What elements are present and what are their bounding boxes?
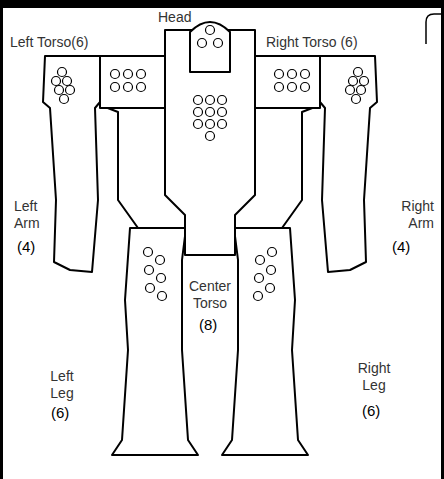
part-name: Left Arm <box>14 198 50 232</box>
structure-dot <box>346 86 355 95</box>
part-name: Right Leg <box>346 360 402 394</box>
part-name: Left Leg <box>40 368 84 402</box>
structure-dot <box>66 86 75 95</box>
structure-dot <box>198 39 207 48</box>
callout-number: (6) <box>362 402 380 419</box>
structure-dot <box>255 274 264 283</box>
structure-dot <box>214 39 223 48</box>
part-name: Right Arm <box>378 198 434 232</box>
right-leg <box>222 228 308 455</box>
structure-dot <box>63 77 72 86</box>
structure-dot <box>288 70 297 79</box>
structure-dot <box>352 95 361 104</box>
structure-dot <box>268 248 277 257</box>
structure-dot <box>124 83 133 92</box>
structure-dot <box>145 266 154 275</box>
structure-dot <box>218 108 227 117</box>
structure-dot <box>194 96 203 105</box>
structure-dot <box>360 77 369 86</box>
panel-corner <box>426 14 444 44</box>
structure-dot <box>256 256 265 265</box>
callout-number: (8) <box>199 316 217 333</box>
structure-dot <box>60 95 69 104</box>
structure-dot <box>194 120 203 129</box>
left-torso <box>100 56 165 108</box>
structure-dot <box>354 68 363 77</box>
structure-dot <box>52 77 61 86</box>
part-name: Center Torso <box>184 278 236 312</box>
callout-number: (4) <box>392 238 410 255</box>
structure-dot <box>144 248 153 257</box>
structure-dot <box>349 77 358 86</box>
structure-dot <box>58 68 67 77</box>
structure-dot <box>266 284 275 293</box>
head <box>190 22 230 72</box>
structure-dot <box>55 86 64 95</box>
right-torso <box>255 56 320 108</box>
frame-edge <box>441 0 444 479</box>
structure-dot <box>218 120 227 129</box>
structure-dot <box>275 83 284 92</box>
structure-dot <box>301 70 310 79</box>
structure-dot <box>158 292 167 301</box>
right-arm <box>320 56 377 272</box>
structure-dot <box>111 83 120 92</box>
structure-dot <box>254 292 263 301</box>
structure-dots <box>52 26 369 301</box>
structure-dot <box>206 96 215 105</box>
structure-dot <box>301 83 310 92</box>
callout-number: (6) <box>51 404 69 421</box>
structure-dot <box>146 284 155 293</box>
part-name: Head <box>158 9 191 26</box>
callout-number: (4) <box>17 238 35 255</box>
header-bar <box>0 0 444 8</box>
structure-dot <box>275 70 284 79</box>
left-leg <box>112 228 198 455</box>
structure-dot <box>194 108 203 117</box>
part-name: Right Torso (6) <box>266 34 358 51</box>
structure-dot <box>357 86 366 95</box>
structure-dot <box>124 70 133 79</box>
structure-dot <box>206 26 215 35</box>
structure-dot <box>288 83 297 92</box>
structure-dot <box>137 70 146 79</box>
structure-dot <box>157 274 166 283</box>
part-name: Left Torso(6) <box>10 34 88 51</box>
structure-dot <box>111 70 120 79</box>
structure-dot <box>206 132 215 141</box>
left-arm <box>43 56 100 272</box>
structure-dot <box>156 256 165 265</box>
frame-edge <box>0 0 3 479</box>
structure-dot <box>218 96 227 105</box>
structure-dot <box>267 266 276 275</box>
structure-dot <box>206 108 215 117</box>
structure-dot <box>206 120 215 129</box>
structure-dot <box>137 83 146 92</box>
